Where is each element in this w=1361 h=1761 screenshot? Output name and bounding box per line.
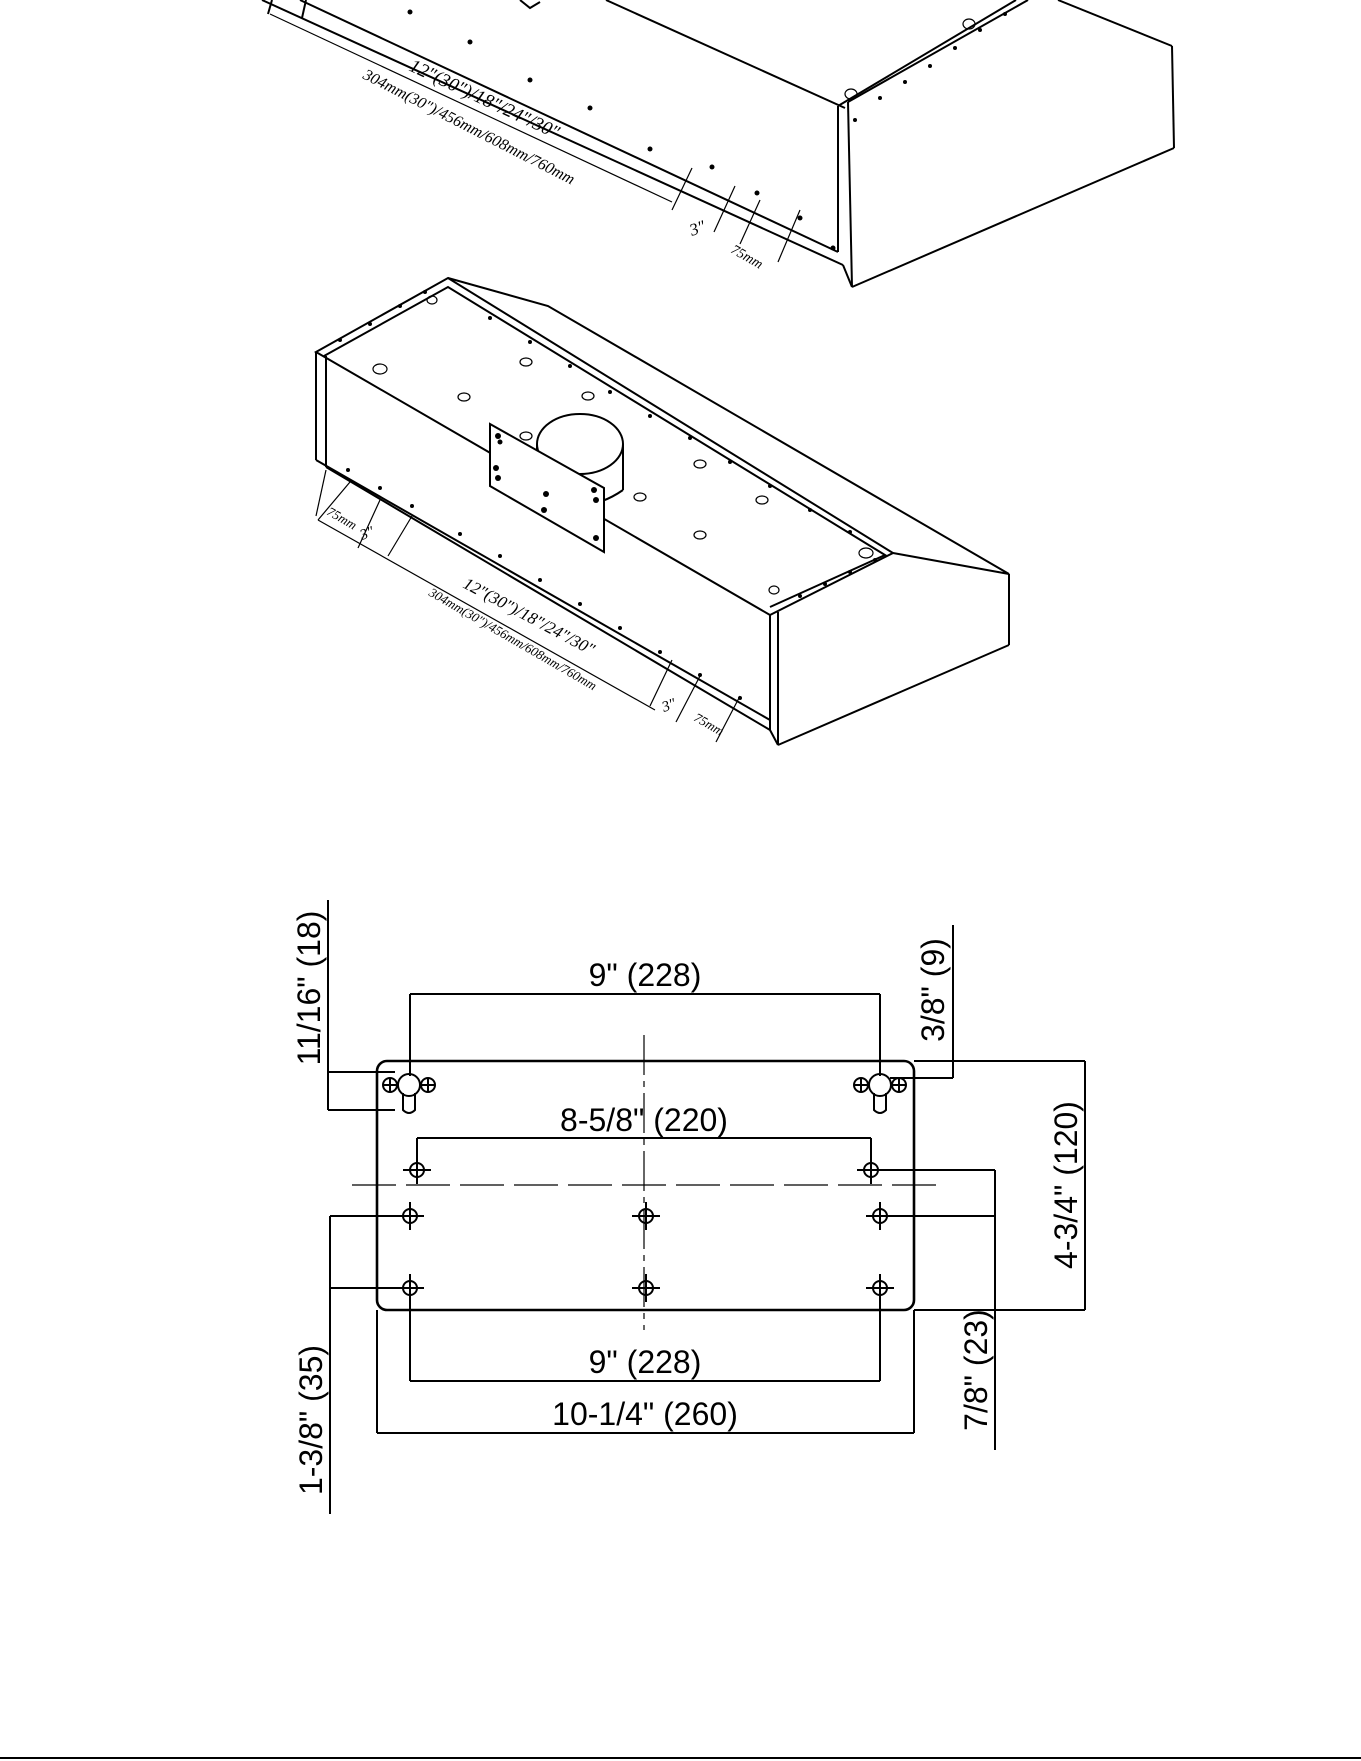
dim-right-lower: 7/8" (23): [958, 1309, 994, 1431]
keyhole-right: [854, 1074, 906, 1113]
dim-height: 4-3/4" (120): [1048, 1101, 1084, 1269]
bottom-dim-spacing-mm: 75mm: [692, 710, 727, 739]
bottom-dim-left-mm: 75mm: [325, 504, 360, 533]
dim-bottom-holes: 9" (228): [589, 1344, 702, 1380]
top-dim-spacing-mm: 75mm: [728, 242, 765, 272]
top-dim-spacing-in: 3″: [686, 216, 709, 240]
dim-left-lower: 1-3/8" (35): [293, 1345, 329, 1495]
dim-top-keyholes: 9" (228): [589, 957, 702, 993]
bottom-dim-left-in: 3″: [357, 524, 377, 544]
dim-top-right-offset: 3/8" (9): [915, 938, 951, 1042]
keyhole-left: [383, 1074, 435, 1113]
dim-top-left-offset: 11/16" (18): [291, 911, 327, 1066]
bottom-dim-spacing-in: 3″: [659, 696, 679, 716]
bottom-hood-drawing: 75mm 3″ 12″(30″)/18″/24″/30″ 304mm(30″)/…: [316, 278, 1009, 745]
mounting-plate-drawing: 9" (228) 8-5/8" (220) 9" (228) 10-1/4" (…: [291, 900, 1085, 1514]
dim-upper-holes: 8-5/8" (220): [560, 1102, 728, 1138]
dim-width: 10-1/4" (260): [552, 1396, 738, 1432]
top-hood-drawing: 12″(30″)/18″/24″/30″ 304mm(30″)/456mm/60…: [262, 0, 1174, 287]
